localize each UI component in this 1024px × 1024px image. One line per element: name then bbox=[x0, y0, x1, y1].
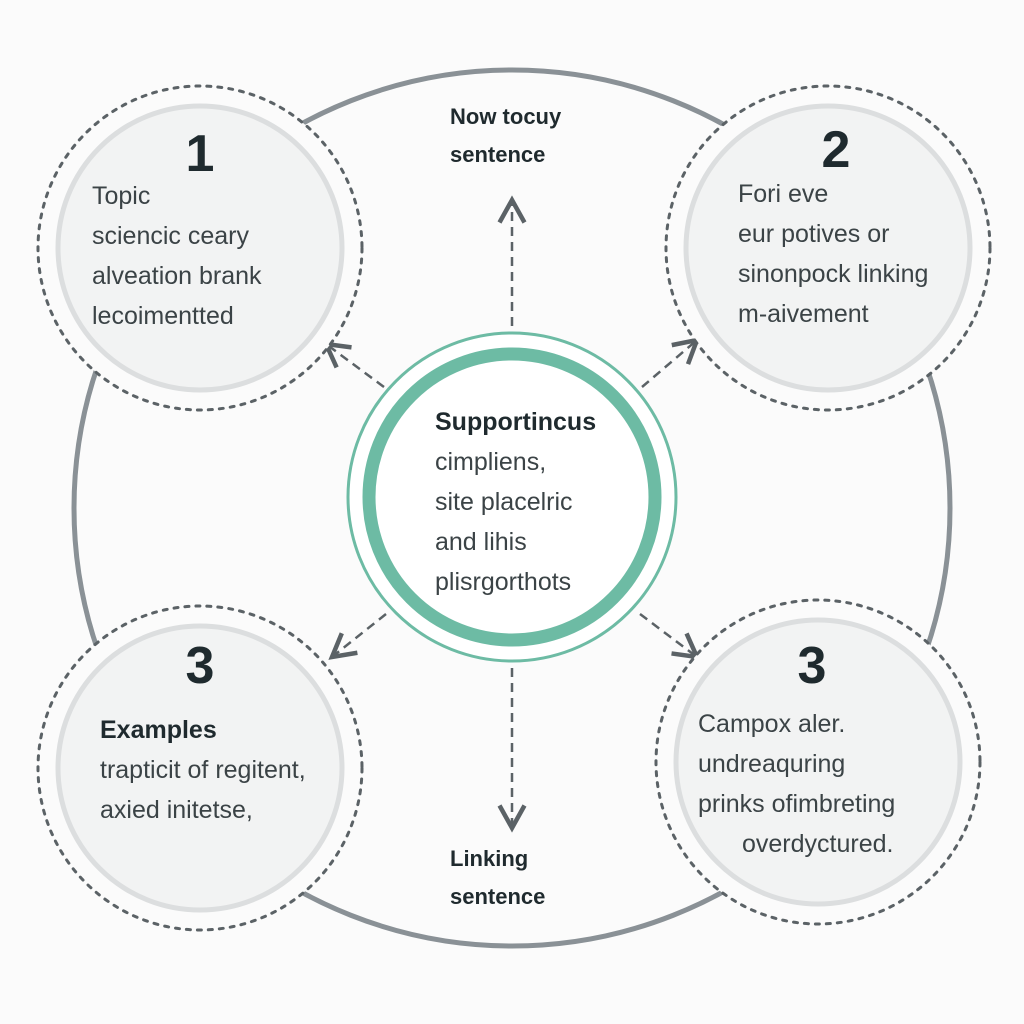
arrow-to-node-1 bbox=[322, 341, 385, 389]
node-2-circle bbox=[664, 84, 992, 412]
node-1-line-3: alveation brank bbox=[92, 262, 262, 290]
arrow-to-node-2 bbox=[641, 336, 701, 388]
center-heading: Supportincus bbox=[435, 408, 597, 436]
node-3-line-1: trapticit of regitent, bbox=[100, 756, 306, 784]
node-4-line-1: Campox aler. bbox=[698, 710, 846, 738]
node-1-line-1: Topic bbox=[92, 182, 151, 210]
node-4-text: Campox aler. undreaquring prinks ofimbre… bbox=[698, 704, 895, 864]
node-2-line-3: sinonpock linking bbox=[738, 260, 929, 288]
node-3-line-2: axied initetse, bbox=[100, 796, 253, 824]
node-4-line-3: prinks ofimbreting bbox=[698, 790, 896, 818]
node-1-number: 1 bbox=[185, 125, 215, 183]
arrow-to-node-3 bbox=[328, 613, 387, 660]
arrow-to-node-4 bbox=[639, 613, 701, 660]
node-4-circle bbox=[654, 598, 982, 926]
node-3-circle bbox=[36, 604, 364, 932]
node-2-line-2: eur potives or bbox=[738, 220, 890, 248]
top-caption-line-1: Now tocuy bbox=[450, 104, 562, 129]
node-2-number: 2 bbox=[821, 121, 851, 179]
node-2-line-4: m-aivement bbox=[738, 300, 869, 328]
node-3-number: 3 bbox=[185, 637, 215, 695]
center-text-block: Supportincus cimpliens, site placelric a… bbox=[435, 402, 596, 602]
bottom-caption: Linking sentence bbox=[450, 840, 545, 916]
center-line-2: site placelric bbox=[435, 488, 573, 516]
top-caption: Now tocuy sentence bbox=[450, 98, 561, 174]
node-4-line-2: undreaquring bbox=[698, 750, 846, 778]
bottom-caption-line-2: sentence bbox=[450, 884, 546, 909]
node-1-text: Topic sciencic ceary alveation brank lec… bbox=[92, 176, 262, 336]
node-1-circle bbox=[36, 84, 364, 412]
center-line-3: and lihis bbox=[435, 528, 527, 556]
node-1-line-4: lecoimentted bbox=[92, 302, 234, 330]
node-2-text: Fori eve eur potives or sinonpock linkin… bbox=[738, 174, 928, 334]
bottom-caption-line-1: Linking bbox=[450, 846, 529, 871]
node-1-line-2: sciencic ceary bbox=[92, 222, 249, 250]
node-3-heading: Examples bbox=[100, 716, 217, 744]
center-line-4: plisrgorthots bbox=[435, 568, 572, 596]
outer-ring bbox=[71, 67, 953, 949]
top-caption-line-2: sentence bbox=[450, 142, 546, 167]
node-2-line-1: Fori eve bbox=[738, 180, 829, 208]
node-3-text: Examples trapticit of regitent, axied in… bbox=[100, 710, 306, 830]
center-line-1: cimpliens, bbox=[435, 448, 547, 476]
node-4-number: 3 bbox=[797, 637, 827, 695]
center-circle bbox=[346, 331, 678, 663]
node-4-line-4: overdyctured. bbox=[742, 830, 894, 858]
